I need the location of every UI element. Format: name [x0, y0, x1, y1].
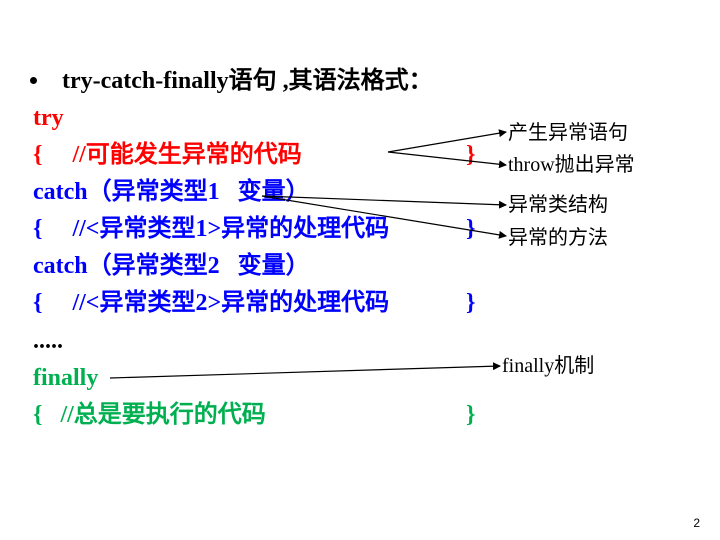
- annotation-exception-class-structure: 异常类结构: [508, 194, 608, 216]
- annotation-exception-statement: 产生异常语句: [508, 122, 628, 144]
- annotation-finally-mechanism: finally机制: [502, 355, 595, 377]
- finally-body: { //总是要执行的代码: [33, 402, 266, 428]
- catch1-body: { //<异常类型1>异常的处理代码: [33, 216, 390, 242]
- arrow-to-finally-mechanism: [109, 362, 501, 379]
- catch2-header: catch（异常类型2 变量）: [33, 253, 310, 279]
- page-number: 2: [693, 516, 700, 530]
- catch1-close-brace: }: [466, 216, 476, 242]
- try-body: { //可能发生异常的代码: [33, 142, 302, 168]
- try-keyword: try: [33, 105, 64, 131]
- try-close-brace: }: [466, 142, 476, 168]
- finally-close-brace: }: [466, 402, 476, 428]
- arrow-to-exception-statement: [387, 129, 507, 153]
- catch2-body: { //<异常类型2>异常的处理代码: [33, 290, 390, 316]
- arrow-to-throw-exception: [387, 151, 507, 169]
- bullet-point-icon: [30, 77, 37, 84]
- finally-keyword: finally: [33, 365, 99, 391]
- bullet-heading: try-catch-finally语句 ,其语法格式：: [62, 68, 433, 94]
- catch2-close-brace: }: [466, 290, 476, 316]
- annotation-throw-exception: throw抛出异常: [508, 154, 635, 176]
- ellipsis: .....: [33, 328, 63, 354]
- annotation-exception-methods: 异常的方法: [508, 227, 608, 249]
- catch1-header: catch（异常类型1 变量）: [33, 179, 310, 205]
